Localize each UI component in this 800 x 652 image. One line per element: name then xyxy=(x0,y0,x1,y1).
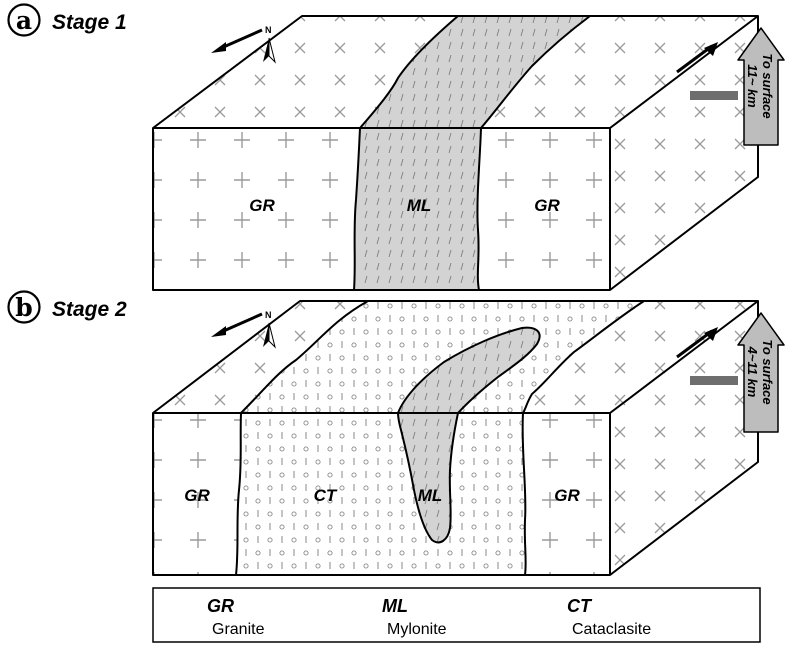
north-arrow-icon: N xyxy=(263,25,276,64)
unit-label-ml: ML xyxy=(407,196,432,215)
legend-abbr: CT xyxy=(567,596,593,616)
legend-name: Granite xyxy=(212,621,265,638)
cataclasite-zone-front xyxy=(236,413,526,575)
stage-a-letter: a xyxy=(16,6,32,35)
stage-a-block: N To surface 11~ km GR ML GR xyxy=(152,15,785,291)
legend: GR Granite ML Mylonite CT Cataclasite xyxy=(152,587,761,643)
stage-b-title-text: Stage 2 xyxy=(52,298,127,321)
stage-b-block: N To surface 4~11 km GR CT ML GR xyxy=(152,300,785,576)
surface-connector xyxy=(690,376,738,385)
unit-label-gr-right: GR xyxy=(534,196,560,215)
legend-name: Mylonite xyxy=(387,621,447,638)
stage-b-title: b Stage 2 xyxy=(7,290,127,324)
mylonite-lens-front xyxy=(398,413,458,543)
mylonite-lens-top xyxy=(398,327,540,413)
sinistral-arrow-left xyxy=(211,312,263,337)
sinistral-arrow-left xyxy=(211,28,263,53)
unit-label-gr-left: GR xyxy=(249,196,275,215)
legend-name: Cataclasite xyxy=(572,621,651,638)
stage-a-title-text: Stage 1 xyxy=(52,11,127,34)
unit-label-gr-right: GR xyxy=(554,486,580,505)
legend-abbr: ML xyxy=(382,596,408,616)
surface-arrow-text-2: 4~11 km xyxy=(745,346,760,398)
to-surface-arrow-b: To surface 4~11 km xyxy=(737,312,785,433)
legend-abbr: GR xyxy=(207,596,234,616)
north-label: N xyxy=(265,25,272,35)
stage-a-title: a Stage 1 xyxy=(7,3,127,37)
unit-label-ct: CT xyxy=(314,486,338,505)
sinistral-arrow-right xyxy=(676,327,718,359)
legend-item-cataclasite: CT Cataclasite xyxy=(567,596,651,638)
to-surface-arrow-a: To surface 11~ km xyxy=(737,27,785,146)
mylonite-band-front xyxy=(354,128,481,290)
unit-label-ml: ML xyxy=(418,486,443,505)
sinistral-arrow-right xyxy=(676,42,718,74)
surface-arrow-text-2: 11~ km xyxy=(745,64,760,108)
north-label: N xyxy=(265,310,272,320)
surface-connector xyxy=(690,91,738,100)
mylonite-band-top xyxy=(360,16,590,128)
cataclasite-zone-top xyxy=(241,301,644,413)
legend-item-mylonite: ML Mylonite xyxy=(382,596,447,638)
north-arrow-icon: N xyxy=(263,310,276,349)
legend-item-granite: GR Granite xyxy=(207,596,265,638)
stage-b-letter: b xyxy=(15,293,32,322)
surface-arrow-text-1: To surface xyxy=(760,339,775,404)
surface-arrow-text-1: To surface xyxy=(760,53,775,118)
unit-label-gr-left: GR xyxy=(184,486,210,505)
